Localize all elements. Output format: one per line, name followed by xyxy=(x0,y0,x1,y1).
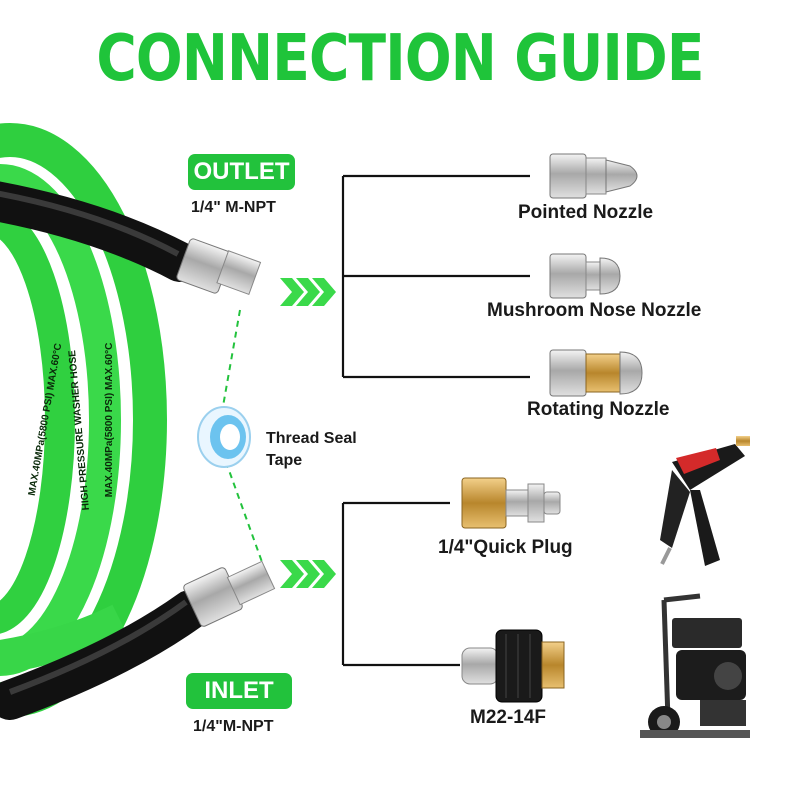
tape-label-line2: Tape xyxy=(266,452,303,469)
outlet-arrows-icon xyxy=(280,278,336,306)
pointed-nozzle-icon xyxy=(549,153,638,199)
pointed-nozzle-label: Pointed Nozzle xyxy=(518,202,654,223)
inlet-spec: 1/4"M-NPT xyxy=(193,718,274,735)
outlet-spec: 1/4" M-NPT xyxy=(191,199,276,216)
outlet-bracket xyxy=(341,174,530,379)
inlet-bracket xyxy=(341,501,460,667)
mushroom-nose-nozzle-label: Mushroom Nose Nozzle xyxy=(487,300,702,321)
pressure-washer-machine-icon xyxy=(640,593,750,738)
inlet-arrows-icon xyxy=(280,560,336,588)
spray-gun-icon xyxy=(660,436,750,566)
quick-plug-label: 1/4"Quick Plug xyxy=(438,537,573,558)
hose-text-rating: MAX.40MPa(5800 PSI) MAX.60°C xyxy=(104,343,115,498)
inlet-badge: INLET xyxy=(186,673,292,709)
thread-seal-tape-icon xyxy=(197,406,251,468)
rotating-nozzle-icon xyxy=(549,349,643,397)
m22-14f-label: M22-14F xyxy=(470,707,547,728)
outlet-hose-end xyxy=(0,181,262,296)
dash-tape-to-inlet xyxy=(225,461,263,563)
quick-plug-icon xyxy=(461,477,561,529)
outlet-badge: OUTLET xyxy=(188,154,295,190)
rotating-nozzle-label: Rotating Nozzle xyxy=(527,399,670,420)
inlet-hose-end xyxy=(0,560,276,720)
m22-14f-fitting-icon xyxy=(461,629,565,703)
page-title: CONNECTION GUIDE xyxy=(96,22,704,96)
dash-outlet-to-tape xyxy=(221,309,241,413)
tape-label-line1: Thread Seal xyxy=(266,430,357,447)
tape-label: Thread Seal Tape xyxy=(266,428,357,472)
mushroom-nose-nozzle-icon xyxy=(549,253,621,299)
